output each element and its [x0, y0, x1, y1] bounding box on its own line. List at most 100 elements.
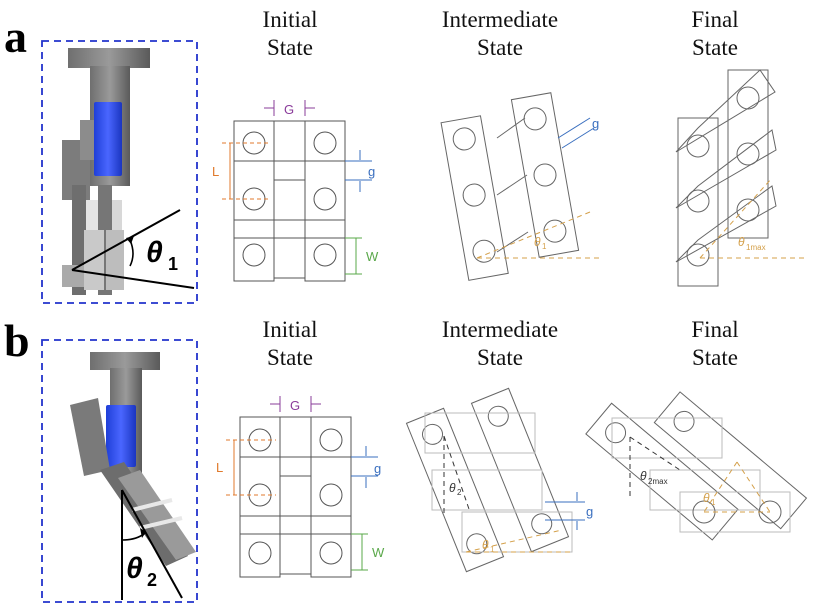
angle-b-mid-theta2-sub: 2 — [457, 488, 462, 497]
b-mid-hole-r3 — [531, 513, 553, 535]
a-init-link-2 — [273, 179, 306, 221]
finger-b-slot1 — [131, 498, 173, 512]
title-b-intermediate: Intermediate State — [415, 316, 585, 372]
dim-b-mid-g — [545, 492, 585, 530]
angle-a-fin-theta: θ — [738, 235, 745, 249]
mount-top-a — [68, 48, 150, 68]
title-b-intermediate-l2: State — [477, 345, 523, 370]
finger-a-tip1 — [84, 230, 104, 290]
a-mid-right-bar — [510, 92, 580, 258]
a-fin-hole-l1 — [686, 134, 710, 158]
a-mid-hole-r1 — [523, 107, 547, 131]
b-init-hole-r3 — [319, 541, 343, 565]
b-init-left-bar — [239, 416, 281, 578]
b-fin-hole-r1 — [673, 410, 695, 432]
b-init-hole-l1 — [248, 428, 272, 452]
b-init-hole-r1 — [319, 428, 343, 452]
angle-b-fin-theta2 — [629, 436, 681, 500]
a-mid-hole-r3 — [543, 219, 567, 243]
dim-a-L — [222, 142, 270, 200]
angle-a-theta: θ — [146, 236, 163, 269]
panel-label-a: a — [4, 11, 27, 62]
dim-a-W — [345, 237, 362, 275]
dim-b-W — [351, 533, 368, 571]
b-mid-right-bar — [470, 387, 570, 553]
b-init-hole-l2 — [248, 483, 272, 507]
a-init-right-bar — [304, 120, 346, 282]
blue-actuator-b — [106, 405, 136, 467]
angle-a-base — [71, 269, 195, 289]
b-init-hole-r2 — [319, 483, 343, 507]
finger-a-slot2 — [112, 200, 122, 250]
diagram-b-intermediate: θ 2 g θ 1 — [405, 387, 593, 573]
b-mid-hole-l1 — [422, 423, 444, 445]
angle-b-mid-theta1-sub: 1 — [490, 545, 495, 554]
a-mid-hole-r2 — [533, 163, 557, 187]
b-fin-hole-l1 — [605, 422, 627, 444]
dim-b-g — [351, 446, 378, 488]
dim-a-L-label: L — [212, 164, 219, 179]
title-a-intermediate-l1: Intermediate — [441, 7, 559, 32]
title-a-initial-l1: Initial — [262, 7, 318, 32]
dim-a-g-label: g — [368, 164, 375, 179]
angle-a-mid-theta: θ — [534, 235, 541, 249]
angle-b-fin-theta1 — [703, 461, 771, 513]
title-b-initial-l1: Initial — [262, 317, 318, 342]
dim-b-L-label: L — [216, 460, 223, 475]
blue-actuator-a — [94, 102, 122, 176]
title-b-final-l2: State — [692, 345, 738, 370]
render-a: θ 1 — [41, 40, 198, 304]
title-b-initial: Initial State — [240, 316, 340, 372]
b-init-link-2 — [279, 475, 312, 517]
angle-a-arrow — [126, 236, 134, 244]
finger-a-base — [62, 265, 84, 287]
b-init-right-bar — [310, 416, 352, 578]
title-a-final: Final State — [665, 6, 765, 62]
finger-b-slot2 — [139, 516, 183, 530]
dim-b-L — [226, 439, 276, 496]
angle-b-fin-theta1-sub: 1 — [711, 498, 716, 507]
a-init-link-1 — [273, 120, 306, 162]
angle-a-sub: 1 — [168, 254, 178, 274]
title-b-final-l1: Final — [691, 317, 739, 342]
dim-a-G-label: G — [284, 102, 294, 117]
b-mid-ghost-3 — [461, 511, 573, 553]
a-fin-hole-l2 — [686, 189, 710, 213]
title-b-intermediate-l1: Intermediate — [441, 317, 559, 342]
b-fin-ghost-1 — [611, 417, 723, 459]
b-init-link-1 — [279, 416, 312, 458]
angle-b-theta: θ — [126, 552, 143, 585]
b-mid-ghost-2 — [431, 469, 543, 511]
angle-a-mid-sub: 1 — [542, 242, 547, 251]
a-init-hole-l3 — [242, 243, 266, 267]
title-b-initial-l2: State — [267, 345, 313, 370]
dim-a-G — [264, 100, 315, 116]
title-a-initial: Initial State — [240, 6, 340, 62]
angle-a-fin-sub: 1max — [746, 243, 766, 252]
a-mid-link-3 — [496, 231, 529, 253]
a-fin-hole-l3 — [686, 243, 710, 267]
finger-a-tip2 — [106, 230, 124, 290]
angle-b-fin-theta2-label: θ — [640, 469, 647, 483]
dim-b-mid-g-label: g — [586, 504, 593, 519]
dim-a-mid-g-label: g — [592, 116, 599, 131]
diagram-a-initial: G L g W — [212, 100, 379, 282]
dim-b-G — [270, 396, 321, 412]
a-mid-link-2 — [496, 174, 528, 196]
title-b-final: Final State — [665, 316, 765, 372]
dim-b-g-label: g — [374, 461, 381, 476]
dim-b-W-label: W — [372, 545, 385, 560]
a-init-link-3 — [273, 237, 306, 279]
angle-b-fin-theta2-sub: 2max — [648, 477, 668, 486]
dim-a-W-label: W — [366, 249, 379, 264]
angle-b-mid-theta2 — [443, 435, 471, 516]
angle-b-mid-theta1-label: θ — [482, 538, 489, 552]
b-mid-hole-l3 — [466, 533, 488, 555]
render-b-frame — [41, 339, 198, 603]
b-mid-hole-r1 — [487, 405, 509, 427]
dim-a-g — [345, 150, 372, 192]
bracket-a2 — [80, 120, 94, 160]
a-mid-hole-l1 — [452, 127, 476, 151]
a-init-hole-r2 — [313, 187, 337, 211]
